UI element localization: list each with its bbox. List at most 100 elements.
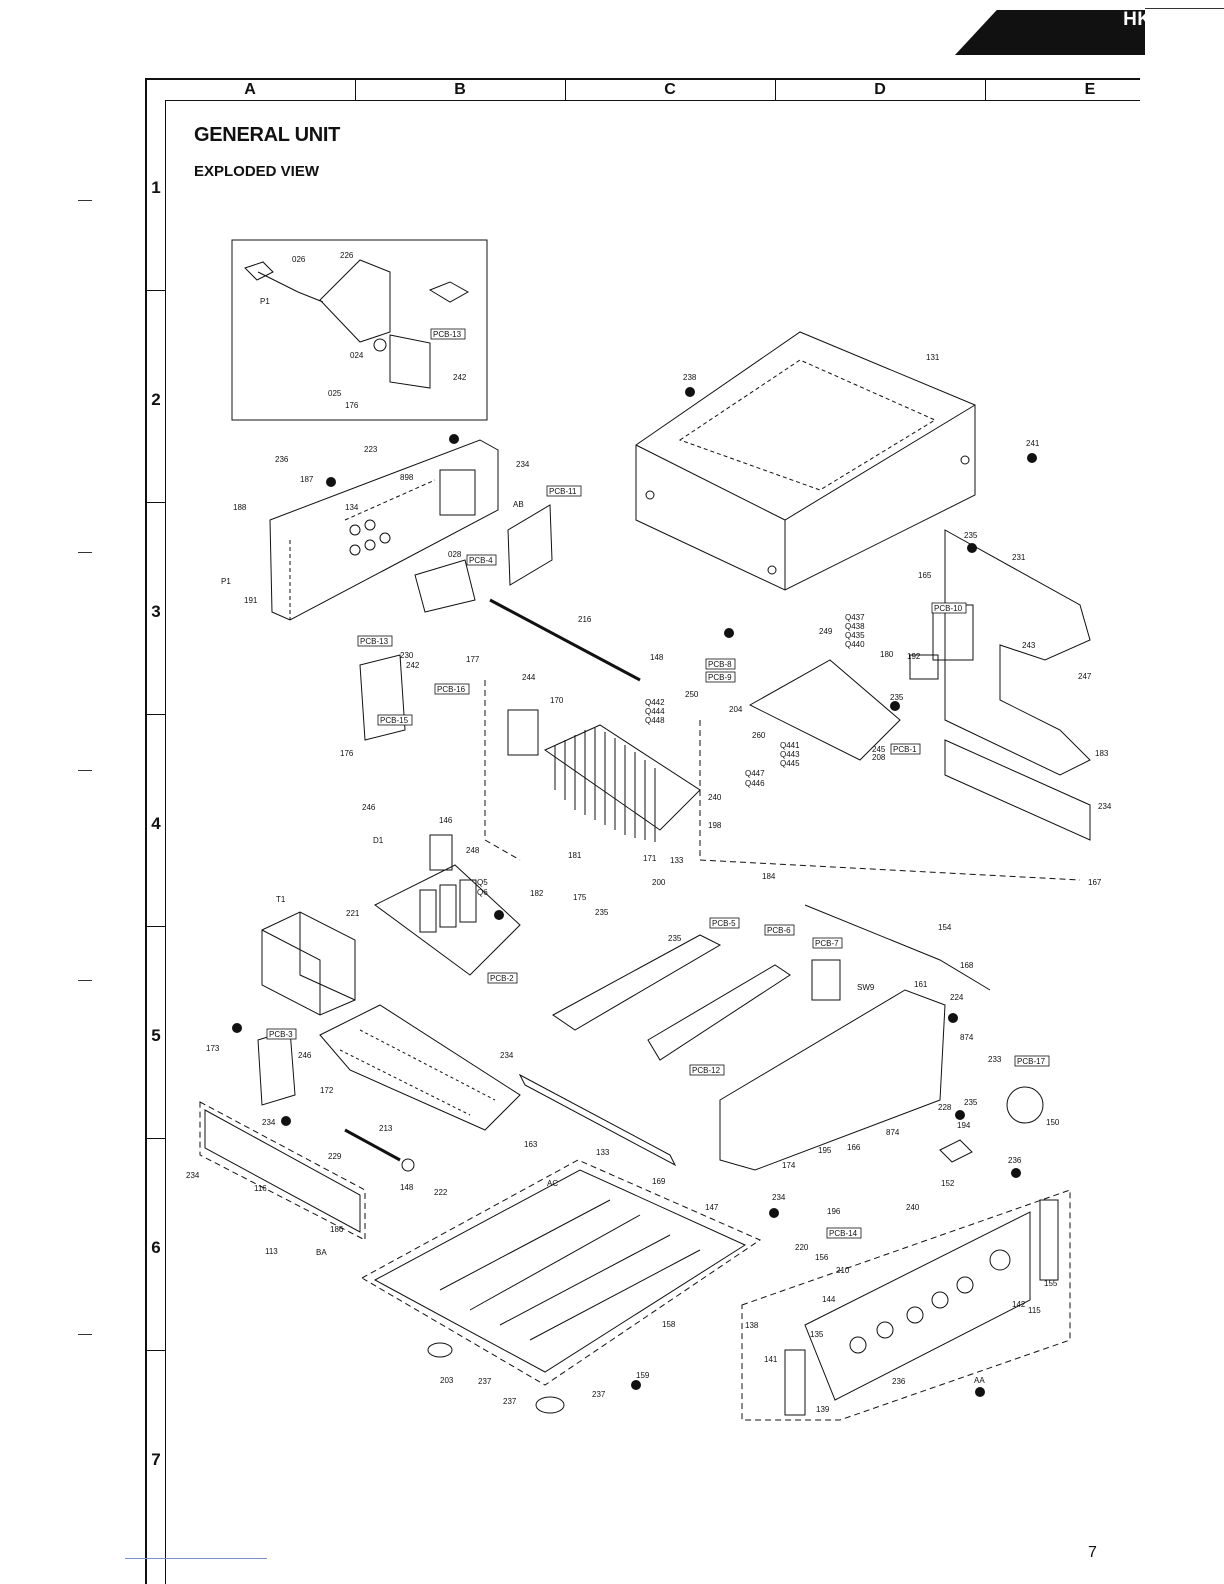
callout-letter: G xyxy=(634,1384,639,1390)
pcb-label-box xyxy=(266,1028,297,1040)
row-divider xyxy=(145,502,165,503)
part-number-label: 235 xyxy=(964,1098,978,1107)
pcb-label: PCB-2 xyxy=(490,974,514,983)
row-divider xyxy=(145,1350,165,1351)
part-number-label: 234 xyxy=(1098,802,1112,811)
callout-letter: A xyxy=(727,632,731,638)
part-number-label: 231 xyxy=(1012,553,1026,562)
part-number-label: 152 xyxy=(941,1179,955,1188)
margin-tick xyxy=(78,552,92,553)
part-number-label: 237 xyxy=(503,1397,517,1406)
part-number-label: Q438 xyxy=(845,622,865,631)
part-number-label: 223 xyxy=(364,445,378,454)
part-number-label: 203 xyxy=(440,1376,454,1385)
pcb-1-board-drawing xyxy=(748,659,901,761)
frame-left-border xyxy=(145,78,147,1584)
part-number-label: Q437 xyxy=(845,613,865,622)
part-number-label: AC xyxy=(547,1179,558,1188)
part-number-label: Q5 xyxy=(477,878,488,887)
part-number-label: Q442 xyxy=(645,698,665,707)
part-number-label: 874 xyxy=(886,1128,900,1137)
pcb-5-board-drawing xyxy=(552,934,722,1031)
part-number-label: 148 xyxy=(650,653,664,662)
pcb-label: PCB-13 xyxy=(360,637,389,646)
bottom-cover-drawing xyxy=(373,1169,747,1373)
part-number-label: 230 xyxy=(400,651,414,660)
part-number-label: 241 xyxy=(1026,439,1040,448)
rail-169-drawing xyxy=(518,1073,677,1167)
part-number-label: 024 xyxy=(350,351,364,360)
callout-letter: E xyxy=(978,1391,982,1397)
pcb-6-board-drawing xyxy=(647,964,791,1061)
part-number-label: 246 xyxy=(362,803,376,812)
pcb-label: PCB-15 xyxy=(380,716,409,725)
part-number-label: 236 xyxy=(275,455,289,464)
page-subtitle: EXPLODED VIEW xyxy=(194,163,320,180)
part-number-label: 183 xyxy=(1095,749,1109,758)
bottom-bracket-ba-drawing xyxy=(199,1101,366,1241)
part-number-label: 234 xyxy=(516,460,530,469)
part-number-label: Q6 xyxy=(477,888,488,897)
rear-panel-drawing xyxy=(269,439,499,621)
part-number-label: 234 xyxy=(500,1051,514,1060)
pcb-label-box xyxy=(430,328,466,340)
row-divider xyxy=(145,1138,165,1139)
part-number-label: 147 xyxy=(705,1203,719,1212)
part-number-label: 237 xyxy=(478,1377,492,1386)
margin-tick xyxy=(78,770,92,771)
part-number-label: 174 xyxy=(782,1161,796,1170)
part-number-label: 200 xyxy=(652,878,666,887)
part-number-label: Q443 xyxy=(780,750,800,759)
callout-letter: J xyxy=(497,914,500,920)
part-number-label: Q447 xyxy=(745,769,765,778)
part-number-label: 235 xyxy=(890,693,904,702)
part-number-label: 154 xyxy=(938,923,952,932)
column-header-c: C xyxy=(664,81,676,98)
front-chassis-drawing xyxy=(719,989,946,1171)
part-number-label: 235 xyxy=(964,531,978,540)
row-header-3: 3 xyxy=(151,602,161,621)
part-number-label: 115 xyxy=(1028,1306,1041,1315)
part-number-label: 172 xyxy=(320,1086,334,1095)
chassis-163-drawing xyxy=(319,1004,521,1131)
callout-marker-icon xyxy=(281,1116,291,1126)
part-number-label: 233 xyxy=(988,1055,1002,1064)
pcb-label-box xyxy=(709,917,740,929)
part-number-label: Q445 xyxy=(780,759,800,768)
part-number-label: 240 xyxy=(708,793,722,802)
part-number-label: 028 xyxy=(448,550,462,559)
part-number-label: 250 xyxy=(685,690,699,699)
pcb-label: PCB-13 xyxy=(433,330,462,339)
pcb-label: PCB-5 xyxy=(712,919,736,928)
part-number-label: 158 xyxy=(662,1320,676,1329)
pcb-label: PCB-7 xyxy=(815,939,839,948)
row-header-5: 5 xyxy=(151,1026,161,1045)
part-number-label: 187 xyxy=(300,475,314,484)
callout-marker-icon xyxy=(724,628,734,638)
front-panel-drawing xyxy=(804,1211,1031,1401)
part-number-label: 133 xyxy=(670,856,684,865)
part-number-label: Q440 xyxy=(845,640,865,649)
callout-marker-icon xyxy=(967,543,977,553)
part-number-label: 198 xyxy=(708,821,722,830)
frame-row-border xyxy=(165,100,166,1584)
callout-marker-icon xyxy=(948,1013,958,1023)
part-number-label: 192 xyxy=(907,652,921,661)
pcb-label-box xyxy=(377,714,413,726)
part-number-label: 898 xyxy=(400,473,414,482)
column-divider xyxy=(775,80,776,100)
part-number-label: 166 xyxy=(847,1143,861,1152)
callout-letter: D xyxy=(893,705,898,711)
pcb-label-box xyxy=(812,937,843,949)
part-number-label: 141 xyxy=(764,1355,778,1364)
callout-marker-icon xyxy=(631,1380,641,1390)
part-number-label: AA xyxy=(974,1376,985,1385)
pcb-label: PCB-10 xyxy=(934,604,963,613)
part-number-label: 159 xyxy=(636,1371,650,1380)
pcb-label-box xyxy=(434,683,470,695)
pcb-label: PCB-16 xyxy=(437,685,466,694)
margin-tick xyxy=(78,200,92,201)
part-number-label: 247 xyxy=(1078,672,1092,681)
part-number-label: 134 xyxy=(345,503,359,512)
